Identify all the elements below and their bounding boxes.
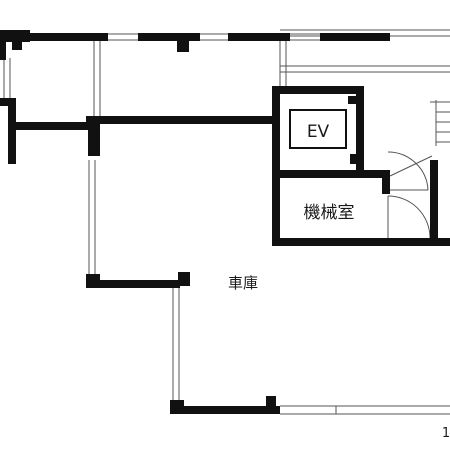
corner-mark: 1 [442,426,450,441]
machine-room-label: 機械室 [304,203,355,223]
elevator-label: EV [307,122,330,142]
walls [0,30,450,414]
door-swings [387,151,433,239]
window-lines [3,29,450,415]
garage-label: 車庫 [228,274,258,292]
elevator-box [289,109,347,149]
